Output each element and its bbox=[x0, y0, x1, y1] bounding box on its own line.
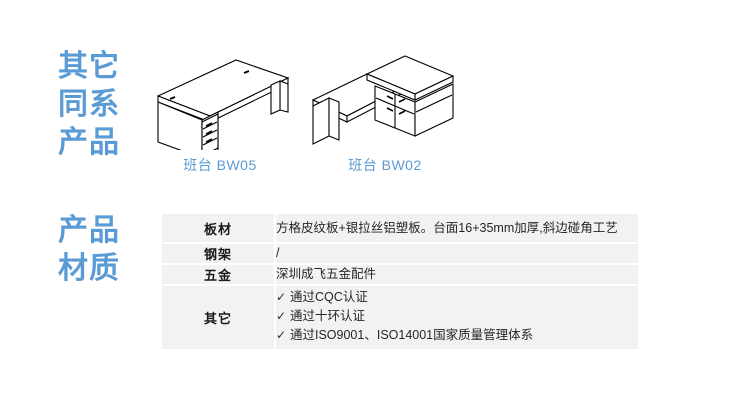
list-item: ✓通过十环认证 bbox=[276, 307, 638, 326]
product-card-bw05[interactable]: 班台 BW05 bbox=[140, 50, 300, 174]
list-item: ✓通过ISO9001、ISO14001国家质量管理体系 bbox=[276, 326, 638, 345]
product-caption-bw05: 班台 BW05 bbox=[183, 157, 257, 173]
table-row-steel-frame: 钢架 / bbox=[162, 243, 638, 265]
spec-value-certifications: ✓通过CQC认证 ✓通过十环认证 ✓通过ISO9001、ISO14001国家质量… bbox=[275, 285, 638, 349]
spec-label-panel: 板材 bbox=[162, 214, 276, 244]
executive-desk-bw02-drawing bbox=[311, 55, 455, 145]
section-heading-product-material: 产品 材质 bbox=[58, 214, 120, 285]
material-spec-table: 板材 方格皮纹板+银拉丝铝塑板。台面16+35mm加厚,斜边碰角工艺 钢架 / … bbox=[162, 214, 638, 349]
spec-label-other: 其它 bbox=[162, 285, 276, 349]
product-gallery: 班台 BW05 bbox=[140, 50, 480, 185]
table-row-certifications: 其它 ✓通过CQC认证 ✓通过十环认证 ✓通过ISO9001、ISO14001国… bbox=[162, 285, 638, 349]
spec-label-hardware: 五金 bbox=[162, 264, 276, 286]
spec-value-steel-frame: / bbox=[275, 243, 638, 265]
check-icon: ✓ bbox=[276, 328, 287, 342]
certification-label: 通过ISO9001、ISO14001国家质量管理体系 bbox=[290, 328, 534, 342]
product-card-bw02[interactable]: 班台 BW02 bbox=[305, 50, 465, 174]
section-heading-other-products: 其它 同系 产品 bbox=[58, 50, 120, 159]
table-row-panel: 板材 方格皮纹板+银拉丝铝塑板。台面16+35mm加厚,斜边碰角工艺 bbox=[162, 214, 638, 244]
table-row-hardware: 五金 深圳成飞五金配件 bbox=[162, 264, 638, 286]
list-item: ✓通过CQC认证 bbox=[276, 288, 638, 307]
product-caption-bw02: 班台 BW02 bbox=[348, 157, 422, 173]
spec-value-hardware: 深圳成飞五金配件 bbox=[275, 264, 638, 286]
certification-list: ✓通过CQC认证 ✓通过十环认证 ✓通过ISO9001、ISO14001国家质量… bbox=[276, 286, 638, 349]
spec-label-steel-frame: 钢架 bbox=[162, 243, 276, 265]
check-icon: ✓ bbox=[276, 290, 287, 304]
certification-label: 通过十环认证 bbox=[290, 309, 366, 323]
spec-value-panel: 方格皮纹板+银拉丝铝塑板。台面16+35mm加厚,斜边碰角工艺 bbox=[275, 214, 638, 244]
certification-label: 通过CQC认证 bbox=[290, 290, 368, 304]
check-icon: ✓ bbox=[276, 309, 287, 323]
executive-desk-bw05-drawing bbox=[156, 59, 290, 150]
